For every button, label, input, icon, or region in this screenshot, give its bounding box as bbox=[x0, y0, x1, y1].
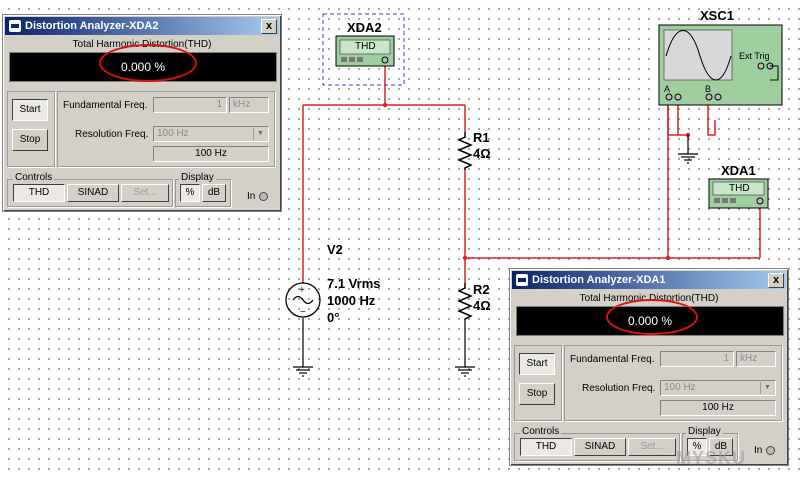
r1-value: 4Ω bbox=[473, 146, 491, 161]
close-button[interactable]: x bbox=[261, 19, 277, 34]
percent-button[interactable]: % bbox=[180, 184, 200, 202]
channel-b-label: B bbox=[705, 84, 712, 94]
wires[interactable] bbox=[302, 62, 761, 283]
in-label: In bbox=[247, 191, 256, 202]
xda1-thd-text: THD bbox=[729, 183, 750, 194]
resolution-freq-select[interactable]: 100 Hz ▼ bbox=[153, 126, 269, 142]
distortion-analyzer-xda2-window[interactable]: Distortion Analyzer-XDA2 x Total Harmoni… bbox=[2, 14, 282, 212]
display-group-label: Display bbox=[179, 172, 216, 183]
fundamental-freq-label: Fundamental Freq. bbox=[570, 354, 655, 365]
r1-name: R1 bbox=[473, 130, 490, 145]
controls-group bbox=[7, 179, 173, 207]
db-button[interactable]: dB bbox=[709, 438, 733, 456]
ground-icon bbox=[293, 366, 313, 377]
ground-icon bbox=[455, 366, 475, 377]
controls-group-label: Controls bbox=[520, 426, 562, 437]
stop-button[interactable]: Stop bbox=[519, 383, 555, 405]
input-port-icon[interactable] bbox=[259, 192, 268, 201]
r2-name: R2 bbox=[473, 282, 490, 297]
resolution-freq-readout: 100 Hz bbox=[153, 146, 269, 162]
fundamental-freq-label: Fundamental Freq. bbox=[63, 100, 148, 111]
junctions bbox=[382, 102, 691, 261]
v2-name: V2 bbox=[327, 242, 343, 257]
xda2-selection-box bbox=[322, 13, 405, 86]
ext-trig-label: Ext Trig bbox=[739, 51, 770, 61]
window-title: Distortion Analyzer-XDA2 bbox=[25, 20, 159, 32]
source-plus: + bbox=[299, 285, 305, 296]
red-highlight-circle bbox=[606, 299, 698, 335]
scope-screen bbox=[663, 29, 733, 81]
ac-source-icon[interactable] bbox=[285, 282, 321, 318]
resolution-freq-selected: 100 Hz bbox=[157, 128, 189, 139]
sinad-button[interactable]: SINAD bbox=[67, 184, 119, 202]
resistor-r2-icon[interactable] bbox=[457, 283, 473, 320]
controls-group bbox=[514, 433, 680, 461]
distortion-analyzer-xda1-window[interactable]: Distortion Analyzer-XDA1 x Total Harmoni… bbox=[509, 268, 789, 466]
start-button[interactable]: Start bbox=[12, 99, 48, 121]
ground-icon bbox=[678, 153, 698, 164]
fundamental-freq-input[interactable]: 1 bbox=[660, 351, 734, 367]
start-stop-group bbox=[514, 345, 562, 421]
start-stop-group bbox=[7, 91, 55, 167]
xda1-label: XDA1 bbox=[721, 163, 756, 178]
fundamental-freq-input[interactable]: 1 bbox=[153, 97, 227, 113]
resolution-freq-label: Resolution Freq. bbox=[582, 383, 656, 394]
thd-button[interactable]: THD bbox=[520, 438, 572, 456]
app-logo-icon bbox=[9, 20, 21, 32]
fundamental-freq-unit[interactable]: kHz bbox=[229, 97, 269, 113]
resolution-freq-selected: 100 Hz bbox=[664, 382, 696, 393]
source-minus: − bbox=[300, 307, 306, 318]
start-button[interactable]: Start bbox=[519, 353, 555, 375]
fundamental-freq-unit[interactable]: kHz bbox=[736, 351, 776, 367]
resolution-freq-select[interactable]: 100 Hz ▼ bbox=[660, 380, 776, 396]
watermark: MYSKU bbox=[676, 448, 747, 468]
thd-button[interactable]: THD bbox=[13, 184, 65, 202]
window-titlebar[interactable]: Distortion Analyzer-XDA1 x bbox=[512, 271, 786, 289]
in-label: In bbox=[754, 445, 763, 456]
percent-button[interactable]: % bbox=[687, 438, 707, 456]
r2-value: 4Ω bbox=[473, 298, 491, 313]
frequency-settings-group bbox=[57, 91, 275, 167]
app-logo-icon bbox=[516, 274, 528, 286]
resolution-freq-readout: 100 Hz bbox=[660, 400, 776, 416]
set-button[interactable]: Set... bbox=[628, 438, 676, 456]
sinad-button[interactable]: SINAD bbox=[574, 438, 626, 456]
resolution-freq-label: Resolution Freq. bbox=[75, 129, 149, 140]
window-title: Distortion Analyzer-XDA1 bbox=[532, 274, 666, 286]
v2-frequency: 1000 Hz bbox=[327, 293, 376, 308]
red-highlight-circle bbox=[99, 44, 197, 82]
stop-button[interactable]: Stop bbox=[12, 129, 48, 151]
display-group-label: Display bbox=[686, 426, 723, 437]
close-button[interactable]: x bbox=[768, 273, 784, 288]
xda2-label: XDA2 bbox=[347, 20, 382, 35]
v2-amplitude: 7.1 Vrms bbox=[327, 276, 381, 291]
resistor-r1-icon[interactable] bbox=[457, 132, 473, 170]
xsc1-label: XSC1 bbox=[700, 8, 734, 23]
db-button[interactable]: dB bbox=[202, 184, 226, 202]
chevron-down-icon[interactable]: ▼ bbox=[253, 128, 267, 140]
set-button[interactable]: Set... bbox=[121, 184, 169, 202]
window-titlebar[interactable]: Distortion Analyzer-XDA2 x bbox=[5, 17, 279, 35]
v2-phase: 0° bbox=[327, 310, 340, 325]
input-port-icon[interactable] bbox=[766, 446, 775, 455]
frequency-settings-group bbox=[564, 345, 782, 421]
xda2-thd-text: THD bbox=[355, 41, 376, 52]
controls-group-label: Controls bbox=[13, 172, 55, 183]
chevron-down-icon[interactable]: ▼ bbox=[760, 382, 774, 394]
channel-a-label: A bbox=[664, 84, 671, 94]
